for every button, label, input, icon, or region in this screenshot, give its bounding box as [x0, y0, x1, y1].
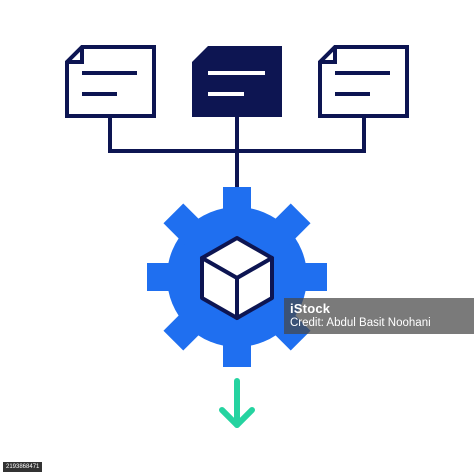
document-icon [318, 45, 409, 118]
watermark-brand: iStock [290, 301, 331, 316]
stock-id-label: 2193868471 [3, 462, 43, 472]
watermark-banner: iStock Credit: Abdul Basit Noohani [284, 298, 474, 334]
document-icon [65, 45, 156, 118]
watermark-credit: Credit: Abdul Basit Noohani [290, 317, 431, 329]
cube-icon [200, 236, 274, 320]
document-filled-icon [192, 46, 282, 117]
connector-lines [108, 116, 366, 190]
arrow-down-icon [219, 378, 255, 428]
